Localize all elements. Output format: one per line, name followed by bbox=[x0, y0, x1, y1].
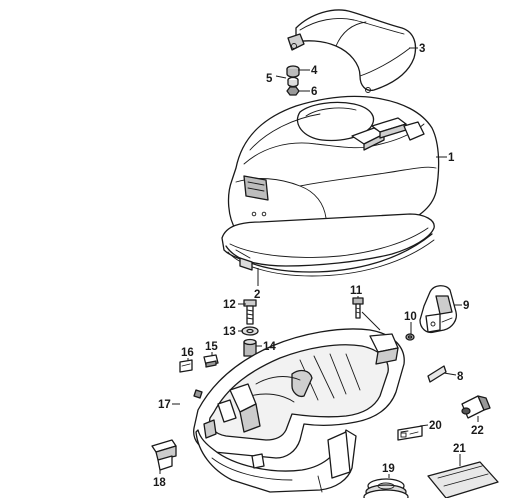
collar-14-part bbox=[243, 338, 257, 357]
callout-20: 20 bbox=[429, 420, 442, 432]
pad-8-part bbox=[427, 365, 447, 383]
callout-13: 13 bbox=[223, 326, 236, 338]
plug-22-part bbox=[461, 395, 491, 419]
decal-21-part bbox=[427, 461, 499, 498]
callout-8: 8 bbox=[457, 371, 464, 383]
label-20-part bbox=[397, 425, 423, 441]
bolt-12-part bbox=[243, 299, 257, 325]
grommet-18-part bbox=[151, 439, 177, 471]
grommet-stack-part bbox=[286, 65, 300, 96]
callout-15: 15 bbox=[205, 341, 218, 353]
callout-9: 9 bbox=[463, 300, 469, 312]
callout-6: 6 bbox=[311, 86, 317, 98]
callout-labels: 1 2 3 4 5 6 8 9 10 11 12 13 14 15 16 17 … bbox=[153, 43, 484, 489]
callout-16: 16 bbox=[181, 347, 194, 359]
callout-2: 2 bbox=[254, 289, 260, 301]
callout-10: 10 bbox=[404, 311, 417, 323]
callout-18: 18 bbox=[153, 477, 166, 489]
washer-13-part bbox=[241, 326, 259, 336]
bottom-cowling-part bbox=[193, 328, 405, 493]
leader-8 bbox=[443, 372, 457, 376]
clip-15-part bbox=[203, 354, 219, 368]
callout-14: 14 bbox=[263, 341, 276, 353]
bushing-10-part bbox=[405, 333, 415, 341]
clip-16-part bbox=[179, 359, 193, 373]
callout-12: 12 bbox=[223, 299, 236, 311]
callout-17: 17 bbox=[158, 399, 171, 411]
callout-21: 21 bbox=[453, 443, 466, 455]
callout-19: 19 bbox=[382, 463, 395, 475]
lock-lever-part bbox=[419, 285, 458, 334]
bolt-11-part bbox=[352, 297, 364, 319]
callout-4: 4 bbox=[311, 65, 318, 77]
callout-5: 5 bbox=[266, 73, 273, 85]
top-cowling-part bbox=[221, 95, 440, 267]
air-intake-cover-part bbox=[287, 9, 417, 93]
callout-3: 3 bbox=[419, 43, 425, 55]
leader-20 bbox=[419, 424, 429, 427]
leader-11b bbox=[361, 311, 381, 331]
hose-17-part bbox=[174, 389, 203, 424]
bellows-grommet-part bbox=[363, 478, 409, 498]
cowling-seal-part bbox=[225, 233, 435, 277]
callout-22: 22 bbox=[471, 425, 484, 437]
callout-11: 11 bbox=[350, 285, 363, 297]
leader-lines bbox=[159, 47, 479, 478]
callout-1: 1 bbox=[448, 152, 455, 164]
leader-5 bbox=[275, 75, 287, 79]
